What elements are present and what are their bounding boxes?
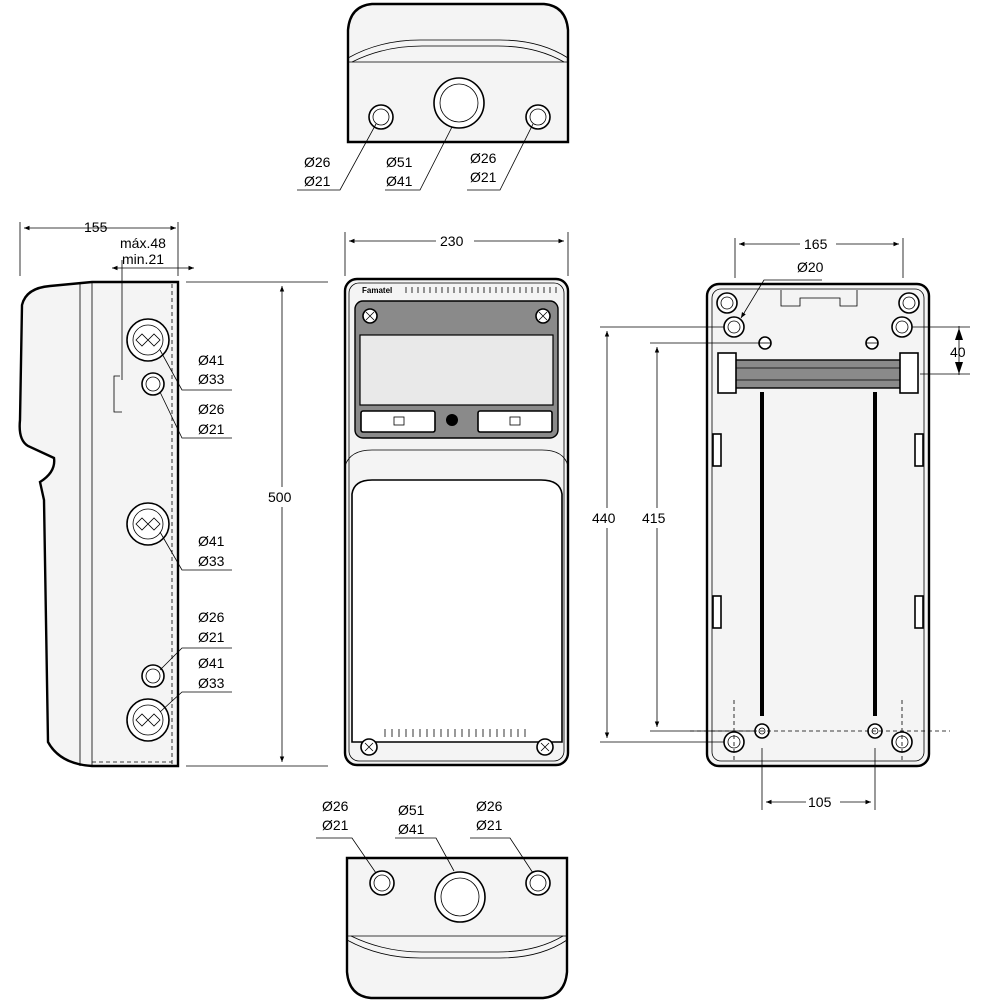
rear-rail-end-left [717, 352, 737, 394]
rear-hole-tl [716, 292, 738, 314]
side-min-label: min.21 [122, 251, 164, 267]
side-hole-3-inner: Ø33 [198, 553, 225, 569]
bottom-hole-right-outer: Ø26 [476, 798, 503, 814]
rear-bottom-spacing-label: 105 [808, 794, 832, 810]
top-hole-left-outer: Ø26 [304, 154, 331, 170]
side-hole-4-inner: Ø21 [198, 629, 225, 645]
side-hole-1-outer: Ø41 [198, 352, 225, 368]
front-lock-icon [446, 414, 458, 426]
bottom-hole-right-inner: Ø21 [476, 817, 503, 833]
side-max-label: máx.48 [120, 235, 166, 251]
side-hole-1-inner: Ø33 [198, 371, 225, 387]
top-hole-left-inner: Ø21 [304, 173, 331, 189]
rear-hole-tr [898, 292, 920, 314]
rear-rail-offset-label: 40 [950, 344, 966, 360]
top-hole-right-inner: Ø21 [470, 169, 497, 185]
rear-small-hole-left [758, 336, 772, 350]
side-hole-2-outer: Ø26 [198, 401, 225, 417]
front-width-label: 230 [440, 233, 464, 249]
front-latch-right [477, 410, 553, 433]
top-hole-center-outer: Ø51 [386, 154, 413, 170]
bottom-hole-center-inner: Ø41 [398, 821, 425, 837]
rear-top-spacing-label: 165 [804, 236, 828, 252]
top-hole-center [433, 77, 485, 129]
bottom-hole-right [525, 870, 551, 896]
side-knockout-5 [126, 698, 170, 742]
bottom-view [316, 837, 569, 1000]
side-hole-5-outer: Ø41 [198, 655, 225, 671]
front-vent-top [405, 287, 557, 293]
side-knockout-1 [126, 318, 170, 362]
rear-height-outer-label: 440 [592, 510, 616, 526]
side-hole-2-inner: Ø21 [198, 421, 225, 437]
side-view [18, 222, 328, 768]
side-knockout-3 [126, 502, 170, 546]
rear-mount-hole-left [723, 316, 745, 338]
rear-mount-hole-label: Ø20 [797, 259, 824, 275]
side-hole-3-outer: Ø41 [198, 533, 225, 549]
rear-view [600, 238, 970, 810]
front-vent-bottom [384, 729, 526, 737]
rear-din-rail [729, 359, 911, 389]
top-hole-left [368, 104, 394, 130]
bottom-hole-left-inner: Ø21 [322, 817, 349, 833]
front-brand-label: Famatel [362, 286, 392, 295]
bottom-hole-left-outer: Ø26 [322, 798, 349, 814]
side-hole-4-outer: Ø26 [198, 609, 225, 625]
front-latch-left [360, 410, 436, 433]
top-view [297, 2, 570, 191]
rear-height-inner-label: 415 [642, 510, 666, 526]
top-hole-right-outer: Ø26 [470, 150, 497, 166]
front-view [343, 232, 570, 767]
side-hole-5-inner: Ø33 [198, 675, 225, 691]
bottom-hole-center [434, 871, 486, 923]
side-height-label: 500 [268, 489, 292, 505]
top-hole-center-inner: Ø41 [386, 173, 413, 189]
side-knockout-2 [141, 372, 165, 396]
top-hole-right [525, 104, 551, 130]
bottom-hole-left [369, 870, 395, 896]
front-window-pane [359, 334, 554, 406]
rear-rail-end-right [899, 352, 919, 394]
rear-small-hole-right [865, 336, 879, 350]
side-knockout-4 [141, 664, 165, 688]
side-depth-label: 155 [84, 219, 108, 235]
bottom-hole-center-outer: Ø51 [398, 802, 425, 818]
rear-mount-hole-right [891, 316, 913, 338]
